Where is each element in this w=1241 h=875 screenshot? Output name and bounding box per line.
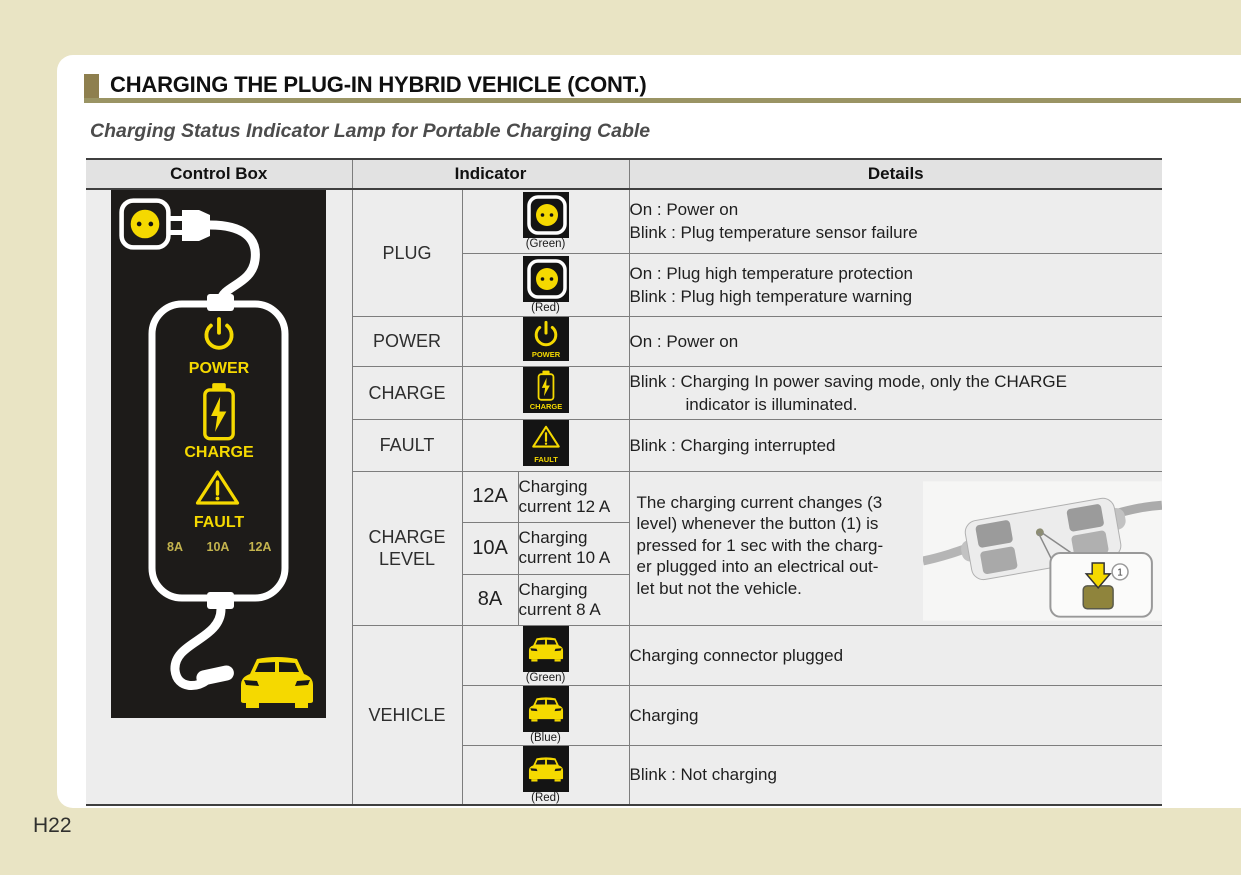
plug-red-icon (522, 255, 569, 302)
vehicle-blue-indicator-cell: (Blue) (461, 684, 630, 746)
col-header-details: Details (628, 158, 1162, 190)
plug-green-details: On : Power on Blink : Plug temperature s… (628, 188, 1162, 254)
title-underline (84, 98, 1241, 103)
row-charge-level-8a: 8A Charging current 8 A (86, 573, 1162, 626)
col-header-control-box: Control Box (86, 158, 353, 190)
power-indicator-icon: POWER (522, 316, 569, 361)
power-label: POWER (189, 360, 250, 377)
row-label-charge-level: CHARGE LEVEL (351, 470, 463, 626)
row-vehicle-blue: (Blue) Charging (86, 684, 1162, 746)
vehicle-green-icon (522, 626, 569, 672)
charge-indicator-cell: CHARGE (461, 365, 630, 420)
control-box-illustration-cell: POWER CHARGE FAULT 8A 10A 12A (86, 188, 353, 805)
row-charge-level-12a: CHARGE LEVEL 12A Charging current 12 A T… (86, 470, 1162, 626)
plug-green-indicator-cell: (Green) (461, 188, 630, 254)
vehicle-blue-icon (522, 686, 569, 732)
row-label-fault: FAULT (351, 418, 463, 472)
connector-icon (196, 665, 235, 686)
row-plug-green: POWER CHARGE FAULT 8A 10A 12A PLUG (86, 188, 1162, 805)
page-title: CHARGING THE PLUG-IN HYBRID VEHICLE (CON… (110, 72, 647, 97)
charge-indicator-icon: CHARGE (522, 367, 569, 413)
amp-10-label: 10A (207, 540, 230, 554)
control-box-illustration: POWER CHARGE FAULT 8A 10A 12A (111, 190, 327, 718)
charge-level-details-text: The charging current changes (3 level) w… (636, 492, 884, 598)
cable-top (205, 220, 261, 305)
button-callout: 1 (1082, 561, 1129, 609)
amp-8-label: 8A (167, 540, 183, 554)
vehicle-green-color-label: (Green) (525, 672, 566, 684)
fault-label: FAULT (194, 514, 245, 531)
desc-10a: Charging current 10 A (517, 521, 630, 575)
desc-8a: Charging current 8 A (517, 573, 630, 626)
svg-text:FAULT: FAULT (534, 455, 558, 464)
row-power: POWER POWER On : Power on (86, 315, 1162, 367)
power-indicator-cell: POWER (461, 315, 630, 367)
charge-details: Blink : Charging In power saving mode, o… (628, 365, 1162, 420)
amp-8a: 8A (461, 573, 519, 626)
svg-text:POWER: POWER (531, 350, 560, 359)
cable-bottom (170, 604, 226, 690)
row-vehicle-green: VEHICLE (Green) Charging connector plugg… (86, 624, 1162, 805)
charge-label: CHARGE (185, 444, 255, 461)
plug-green-color-label: (Green) (525, 238, 566, 251)
row-label-charge: CHARGE (351, 365, 463, 420)
plug-red-indicator-cell: (Red) (461, 252, 630, 317)
plug-red-details: On : Plug high temperature protection Bl… (628, 252, 1162, 317)
desc-12a: Charging current 12 A (517, 470, 630, 523)
title-accent-square (84, 74, 99, 102)
svg-text:CHARGE: CHARGE (529, 402, 562, 411)
amp-12a: 12A (461, 470, 519, 523)
row-charge: CHARGE CHARGE Blink : Charging In power … (86, 365, 1162, 420)
vehicle-green-details: Charging connector plugged (628, 624, 1162, 686)
col-header-indicator: Indicator (351, 158, 630, 190)
fault-indicator-icon: FAULT (522, 419, 569, 466)
fault-indicator-cell: FAULT (461, 418, 630, 472)
page-subtitle: Charging Status Indicator Lamp for Porta… (90, 120, 651, 142)
fault-details: Blink : Charging interrupted (628, 418, 1162, 472)
plug-icon (182, 210, 211, 241)
vehicle-blue-details: Charging (628, 684, 1162, 746)
callout-number: 1 (1117, 567, 1123, 578)
press-arrow-icon (1084, 561, 1112, 589)
vehicle-red-color-label: (Red) (531, 791, 560, 804)
indicator-table: Control Box Indicator Details POWER (86, 158, 1162, 806)
vehicle-blue-color-label: (Blue) (530, 732, 561, 744)
plug-green-icon (522, 192, 569, 239)
vehicle-red-indicator-cell: (Red) (461, 744, 630, 805)
row-label-vehicle: VEHICLE (351, 624, 463, 805)
vehicle-green-indicator-cell: (Green) (461, 624, 630, 686)
row-plug-red: (Red) On : Plug high temperature protect… (86, 252, 1162, 317)
table-header-row: Control Box Indicator Details (86, 158, 1162, 190)
row-charge-level-10a: 10A Charging current 10 A (86, 521, 1162, 575)
row-label-power: POWER (351, 315, 463, 367)
row-label-plug: PLUG (351, 188, 463, 317)
charge-button-photo: 1 (923, 480, 1162, 621)
vehicle-red-icon (522, 745, 569, 792)
plug-red-color-label: (Red) (531, 301, 560, 314)
amp-10a: 10A (461, 521, 519, 575)
amp-12-label: 12A (249, 540, 272, 554)
charge-level-details: The charging current changes (3 level) w… (628, 470, 1162, 626)
vehicle-red-details: Blink : Not charging (628, 744, 1162, 805)
power-details: On : Power on (628, 315, 1162, 367)
row-vehicle-red: (Red) Blink : Not charging (86, 744, 1162, 805)
page-number: H22 (33, 814, 72, 837)
